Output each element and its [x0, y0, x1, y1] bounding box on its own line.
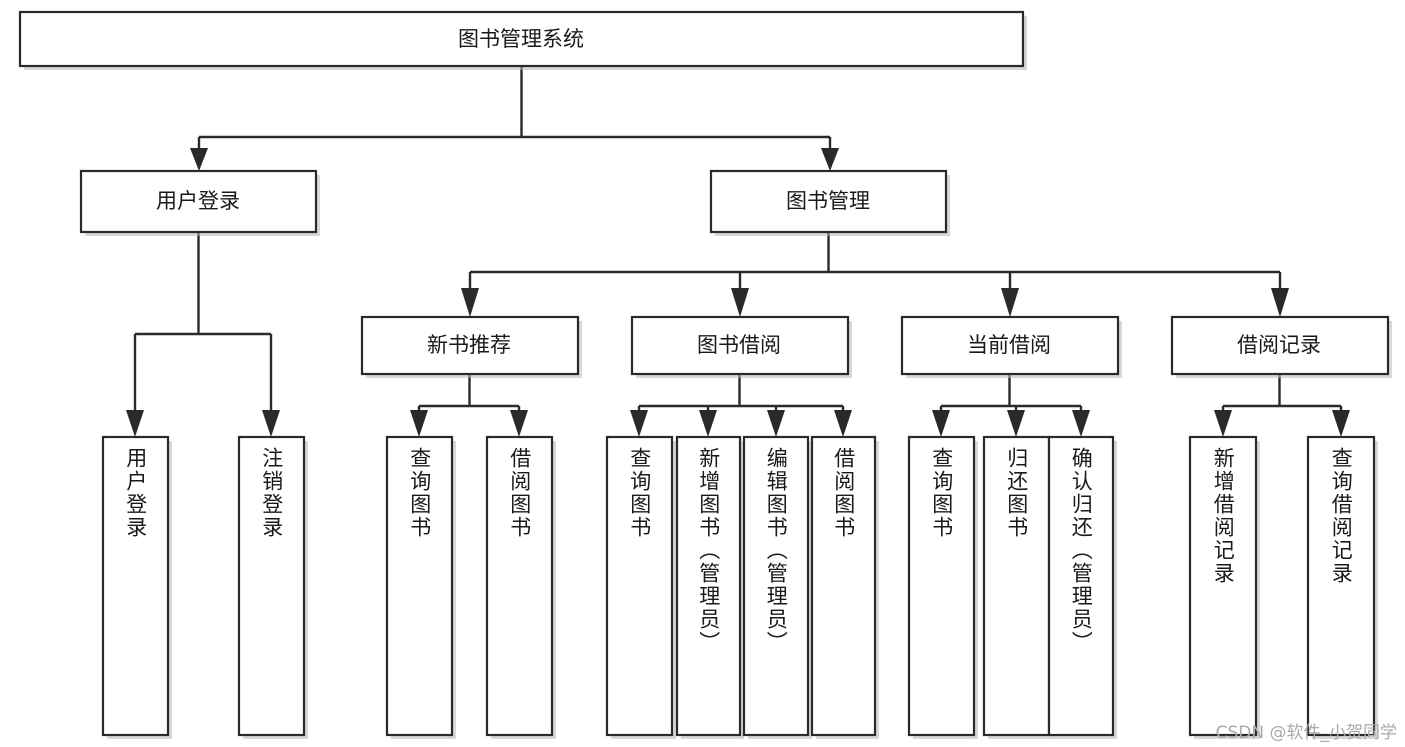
arrow-head-leaf-query-book-cb [932, 410, 950, 437]
arrow-head-current-borrow [1001, 288, 1019, 317]
edge-userlogin-bus [133, 232, 273, 414]
node-new-book-rec[interactable]: 新书推荐 [360, 315, 582, 378]
arrow-head-leaf-borrow-book-bb [834, 410, 852, 437]
new-book-rec-label: 新书推荐 [427, 333, 511, 357]
arrow-head-leaf-add-book [699, 410, 717, 437]
connector-layer [126, 66, 1350, 437]
arrow-head-book-borrow [731, 288, 749, 317]
arrow-head-leaf-user-login [126, 410, 144, 437]
arrow-head-leaf-return-book [1007, 410, 1025, 437]
current-borrow-label: 当前借阅 [967, 333, 1051, 357]
arrow-head-leaf-add-record [1214, 410, 1232, 437]
arrow-head-leaf-query-record [1332, 410, 1350, 437]
node-user-login[interactable]: 用户登录 [79, 169, 320, 236]
arrow-head-leaf-query-book-rec [410, 410, 428, 437]
leaf-edit-book-box[interactable] [742, 435, 810, 737]
arrow-head-user-login [190, 148, 208, 171]
book-manage-label: 图书管理 [786, 189, 870, 213]
edge-borrowrecord-bus [1221, 374, 1343, 414]
arrow-head-new-book-rec [461, 288, 479, 317]
edge-bookborrow-bus [637, 374, 845, 414]
leaf-query-book-rec-box[interactable] [385, 435, 454, 737]
leaf-borrow-book-rec-box[interactable] [485, 435, 554, 737]
edge-newbook-bus [417, 374, 521, 414]
leaf-query-book-cb-box[interactable] [907, 435, 976, 737]
borrow-record-label: 借阅记录 [1237, 333, 1321, 357]
leaf-user-login-box[interactable] [101, 435, 170, 737]
user-login-label: 用户登录 [156, 189, 240, 213]
node-borrow-record[interactable]: 借阅记录 [1170, 315, 1392, 378]
current-borrow-box[interactable] [900, 315, 1120, 376]
node-current-borrow[interactable]: 当前借阅 [900, 315, 1122, 378]
leaf-add-record-box[interactable] [1188, 435, 1258, 737]
user-login-box[interactable] [79, 169, 318, 234]
arrow-head-leaf-query-book-bb [630, 410, 648, 437]
edge-currentborrow-bus [939, 374, 1083, 414]
book-borrow-label: 图书借阅 [697, 333, 781, 357]
arrow-head-leaf-borrow-book-rec [510, 410, 528, 437]
arrow-head-leaf-edit-book [767, 410, 785, 437]
leaf-logout-box[interactable] [237, 435, 306, 737]
edge-bookmanage-bus [468, 232, 1282, 288]
book-manage-box[interactable] [709, 169, 948, 234]
node-book-manage[interactable]: 图书管理 [709, 169, 950, 236]
leaf-add-book-box[interactable] [675, 435, 742, 737]
root-label: 图书管理系统 [458, 27, 584, 51]
book-borrow-box[interactable] [630, 315, 850, 376]
node-root[interactable]: 图书管理系统 [18, 10, 1027, 70]
leaf-query-book-bb-box[interactable] [605, 435, 674, 737]
leaf-return-book-box[interactable] [982, 435, 1051, 737]
leaf-confirm-return-box[interactable] [1047, 435, 1115, 737]
leaf-borrow-book-bb-box[interactable] [810, 435, 877, 737]
watermark: CSDN @软件_小贺同学 [1215, 723, 1397, 743]
arrow-head-leaf-logout [262, 410, 280, 437]
leaf-box-layer [101, 435, 1378, 739]
arrow-head-leaf-confirm-return [1072, 410, 1090, 437]
arrow-head-book-manage [821, 148, 839, 171]
arrow-head-borrow-record [1271, 288, 1289, 317]
root-box[interactable] [18, 10, 1025, 68]
leaf-query-record-box[interactable] [1306, 435, 1376, 737]
new-book-rec-box[interactable] [360, 315, 580, 376]
edge-root-bus [197, 66, 832, 152]
node-book-borrow[interactable]: 图书借阅 [630, 315, 852, 378]
borrow-record-box[interactable] [1170, 315, 1390, 376]
